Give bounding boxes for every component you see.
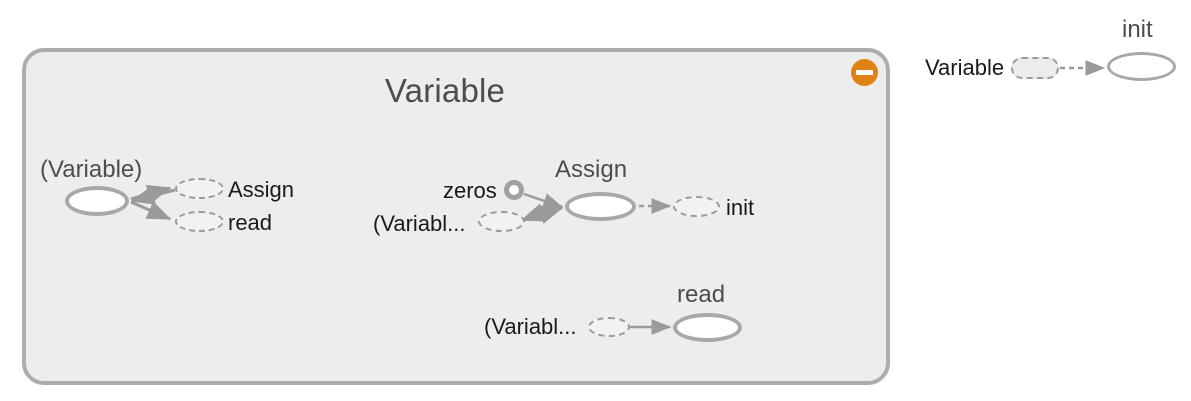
node-read-ref[interactable] — [175, 211, 224, 232]
node-variable-in-middle[interactable] — [478, 211, 525, 232]
node-zeros-const[interactable] — [504, 180, 524, 200]
node-assign-op[interactable] — [565, 192, 636, 221]
label-assign-op: Assign — [555, 156, 628, 183]
collapse-minus-icon[interactable] — [851, 59, 878, 86]
node-assign-ref[interactable] — [175, 178, 224, 199]
node-external-init-op[interactable] — [1107, 52, 1176, 81]
label-init-ref-middle: init — [726, 195, 755, 220]
node-read-op[interactable] — [673, 313, 742, 342]
label-variable-in-bottom: (Variabl... — [484, 314, 577, 339]
label-external-init: init — [1122, 16, 1153, 43]
label-external-variable: Variable — [925, 55, 1005, 80]
label-left-variable: (Variable) — [40, 156, 143, 183]
label-variable-in-middle: (Variabl... — [373, 211, 466, 236]
label-zeros: zeros — [443, 178, 497, 203]
node-init-ref-middle[interactable] — [673, 196, 720, 217]
label-read-op: read — [677, 281, 726, 308]
label-read-ref: read — [228, 210, 273, 235]
group-title: Variable — [384, 72, 506, 109]
node-variable-in-bottom[interactable] — [588, 317, 630, 337]
label-assign-ref: Assign — [228, 177, 295, 202]
node-variable-op[interactable] — [65, 186, 129, 216]
node-external-variable-group[interactable] — [1011, 57, 1059, 79]
